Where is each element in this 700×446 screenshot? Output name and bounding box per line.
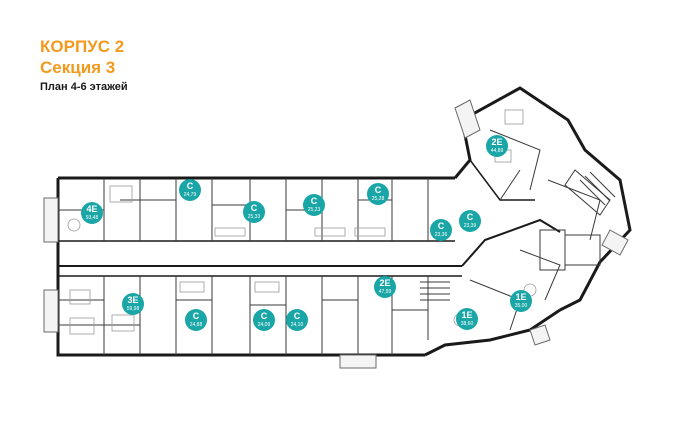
apartment-badge-circle <box>303 194 325 216</box>
interior-partitions <box>58 129 611 355</box>
apartment-code: C <box>294 311 301 321</box>
building-walls <box>56 86 632 357</box>
apartment-code: 2E <box>491 137 502 147</box>
apartment-badge-circle <box>253 309 275 331</box>
apartment-badge[interactable]: C24,10 <box>286 309 308 331</box>
apartment-badge-circle <box>510 290 532 312</box>
apartment-badge-circle <box>122 293 144 315</box>
apartment-badge-circle <box>179 179 201 201</box>
apartment-badge-circle <box>367 183 389 205</box>
apartment-badge-circle <box>81 202 103 224</box>
apartment-badge-circle <box>374 276 396 298</box>
apartment-code: C <box>467 212 474 222</box>
apartment-badge[interactable]: C25,23 <box>303 194 325 216</box>
apartment-badge[interactable]: C24,09 <box>253 309 275 331</box>
apartment-area: 25,33 <box>248 214 261 220</box>
plan-header: КОРПУС 2 Секция 3 План 4-6 этажей <box>40 36 128 95</box>
balconies <box>43 99 629 369</box>
apartment-badge-circle <box>185 309 207 331</box>
apartment-code: 3E <box>127 295 138 305</box>
apartment-area: 24,10 <box>291 322 304 328</box>
apartment-area: 59,98 <box>127 306 140 312</box>
apartment-badge[interactable]: C24,79 <box>179 179 201 201</box>
apartment-area: 24,88 <box>190 322 203 328</box>
apartment-badges: 4E93,48C24,79C25,33C25,23C25,28C23,36C23… <box>81 135 532 331</box>
apartment-code: 2E <box>379 278 390 288</box>
apartment-code: C <box>311 196 318 206</box>
apartment-badge-circle <box>456 308 478 330</box>
apartment-code: C <box>193 311 200 321</box>
apartment-badge[interactable]: C25,33 <box>243 201 265 223</box>
apartment-area: 24,09 <box>258 322 271 328</box>
apartment-area: 44,89 <box>491 148 504 154</box>
apartment-badge[interactable]: C23,39 <box>459 210 481 232</box>
apartment-code: 4E <box>86 204 97 214</box>
apartment-area: 93,48 <box>86 215 99 221</box>
apartment-area: 47,99 <box>379 289 392 295</box>
building-title: КОРПУС 2 <box>40 37 125 56</box>
stair-core <box>420 171 616 301</box>
apartment-area: 24,79 <box>184 192 197 198</box>
apartment-badge-circle <box>430 219 452 241</box>
apartment-area: 35,00 <box>515 303 528 309</box>
apartment-badge[interactable]: C24,88 <box>185 309 207 331</box>
apartment-area: 38,60 <box>461 321 474 327</box>
apartment-code: C <box>251 203 258 213</box>
apartment-code: C <box>375 185 382 195</box>
apartment-area: 23,39 <box>464 223 477 229</box>
apartment-badge-circle <box>243 201 265 223</box>
floor-plan-title: План 4-6 этажей <box>40 81 128 93</box>
apartment-code: C <box>187 181 194 191</box>
section-title: Секция 3 <box>40 58 116 77</box>
apartment-code: 1E <box>515 292 526 302</box>
apartment-badge[interactable]: C25,28 <box>367 183 389 205</box>
apartment-area: 23,36 <box>435 232 448 238</box>
apartment-badge-circle <box>486 135 508 157</box>
apartment-area: 25,23 <box>308 207 321 213</box>
apartment-badge[interactable]: C23,36 <box>430 219 452 241</box>
apartment-code: 1E <box>461 310 472 320</box>
apartment-code: C <box>261 311 268 321</box>
apartment-badge-circle <box>459 210 481 232</box>
apartment-area: 25,28 <box>372 196 385 202</box>
apartment-badge-circle <box>286 309 308 331</box>
apartment-code: C <box>438 221 445 231</box>
